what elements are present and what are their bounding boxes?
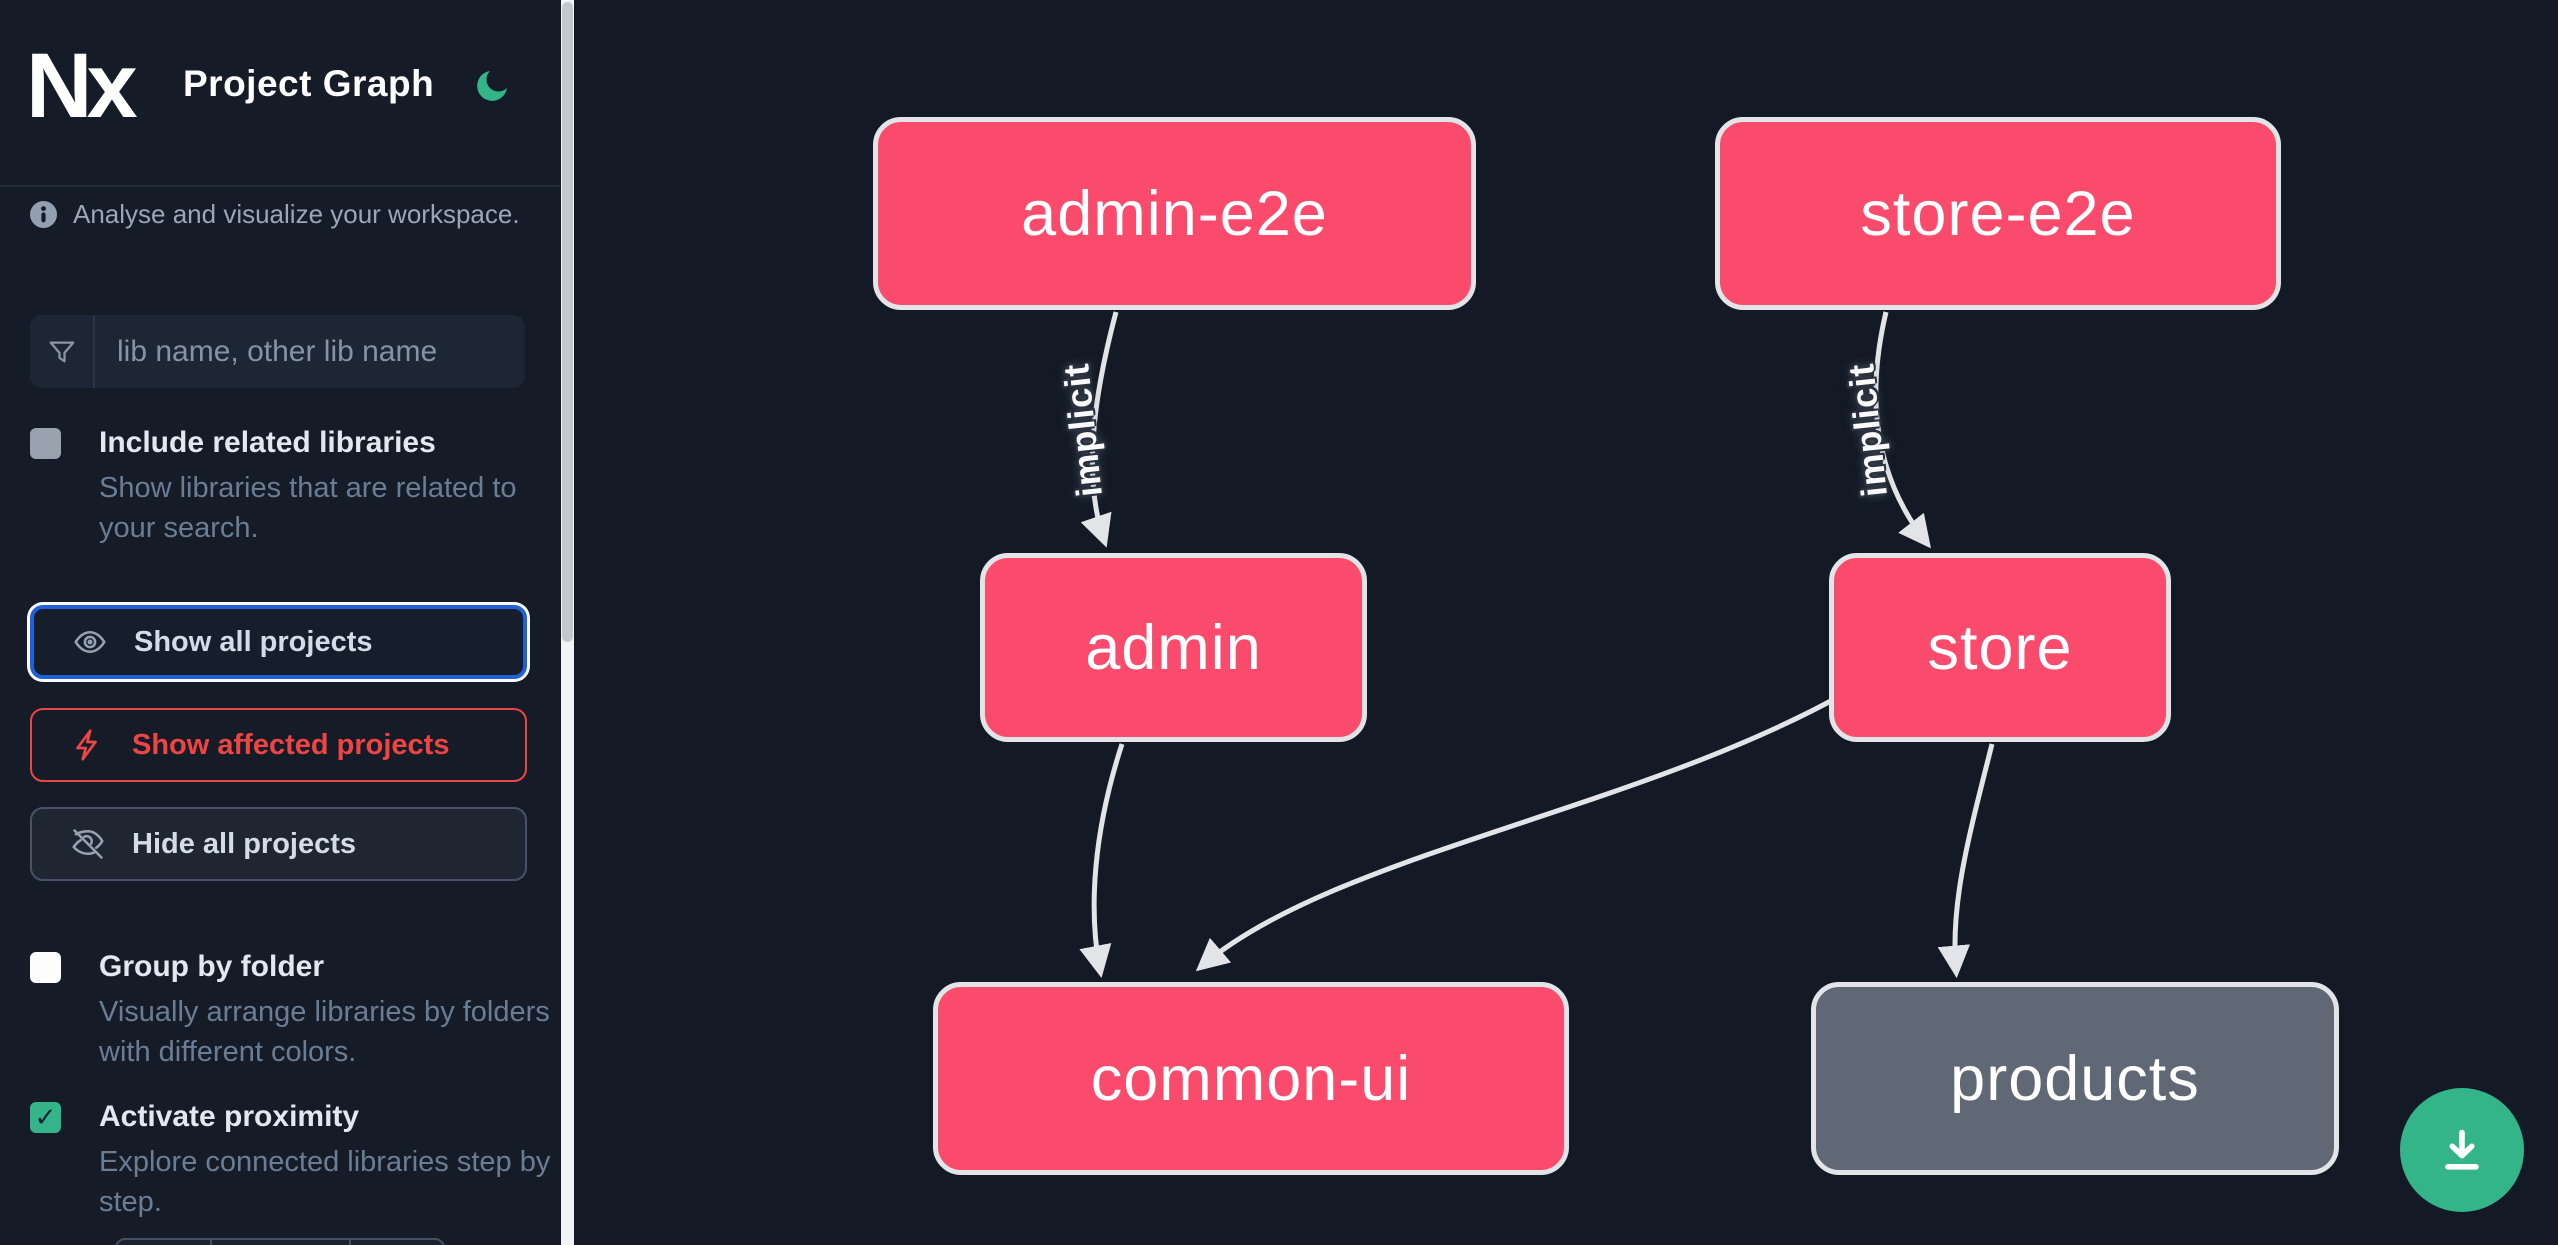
project-node-common-ui[interactable]: common-ui	[933, 982, 1569, 1175]
page-title: Project Graph	[183, 63, 435, 104]
download-icon	[2445, 1129, 2479, 1170]
show-affected-projects-button[interactable]: Show affected projects	[30, 708, 527, 782]
group-by-folder-checkbox[interactable]	[30, 952, 61, 983]
checkmark-icon: ✓	[34, 1102, 57, 1132]
eye-off-icon	[72, 829, 104, 859]
project-node-store[interactable]: store	[1829, 553, 2171, 742]
workspace-info-row: Analyse and visualize your workspace.	[30, 199, 520, 230]
toggle-group-by-folder[interactable]: Group by folder Visually arrange librari…	[30, 950, 550, 1072]
nx-logo: Nx	[26, 34, 156, 137]
nx-logo-text: Nx	[26, 34, 138, 137]
toggle-activate-proximity[interactable]: ✓ Activate proximity Explore connected l…	[30, 1100, 550, 1222]
toggle-label[interactable]: Group by folder	[99, 950, 324, 983]
button-label: Hide all projects	[132, 827, 357, 860]
toggle-description: Show libraries that are related to your …	[99, 472, 517, 544]
toggle-label[interactable]: Include related libraries	[99, 426, 436, 459]
project-node-store-e2e[interactable]: store-e2e	[1715, 117, 2281, 310]
sidebar-scrollbar-track[interactable]	[561, 0, 574, 1245]
download-graph-button[interactable]	[2400, 1088, 2524, 1212]
toggle-description: Visually arrange libraries by folders wi…	[99, 996, 550, 1068]
activate-proximity-checkbox[interactable]: ✓	[30, 1102, 61, 1133]
eye-icon	[74, 630, 106, 654]
hide-all-projects-button[interactable]: Hide all projects	[30, 807, 527, 881]
button-label: Show affected projects	[132, 728, 450, 761]
sidebar-scrollbar-thumb[interactable]	[562, 2, 573, 642]
workspace-tagline: Analyse and visualize your workspace.	[73, 199, 520, 229]
button-label: Show all projects	[134, 625, 373, 658]
toggle-label[interactable]: Activate proximity	[99, 1100, 360, 1133]
library-search	[30, 315, 525, 388]
show-all-projects-button[interactable]: Show all projects	[30, 605, 527, 679]
sidebar-header: Nx Project Graph	[0, 0, 560, 187]
filter-funnel-icon	[30, 315, 95, 388]
project-node-admin[interactable]: admin	[980, 553, 1367, 742]
toggle-include-related[interactable]: Include related libraries Show libraries…	[30, 426, 530, 548]
stepper-segment[interactable]	[212, 1240, 351, 1245]
proximity-stepper-control[interactable]	[115, 1238, 445, 1245]
info-icon	[30, 201, 57, 228]
project-node-products[interactable]: products	[1811, 982, 2339, 1175]
include-related-checkbox[interactable]	[30, 428, 61, 459]
stepper-segment[interactable]	[351, 1240, 443, 1245]
stepper-segment[interactable]	[117, 1240, 212, 1245]
theme-toggle-moon-icon[interactable]	[472, 66, 512, 106]
search-input[interactable]	[95, 315, 525, 388]
toggle-description: Explore connected libraries step by step…	[99, 1146, 551, 1218]
lightning-bolt-icon	[76, 729, 97, 761]
project-node-admin-e2e[interactable]: admin-e2e	[873, 117, 1476, 310]
sidebar: Nx Project Graph Analyse and visualize y…	[0, 0, 560, 1245]
